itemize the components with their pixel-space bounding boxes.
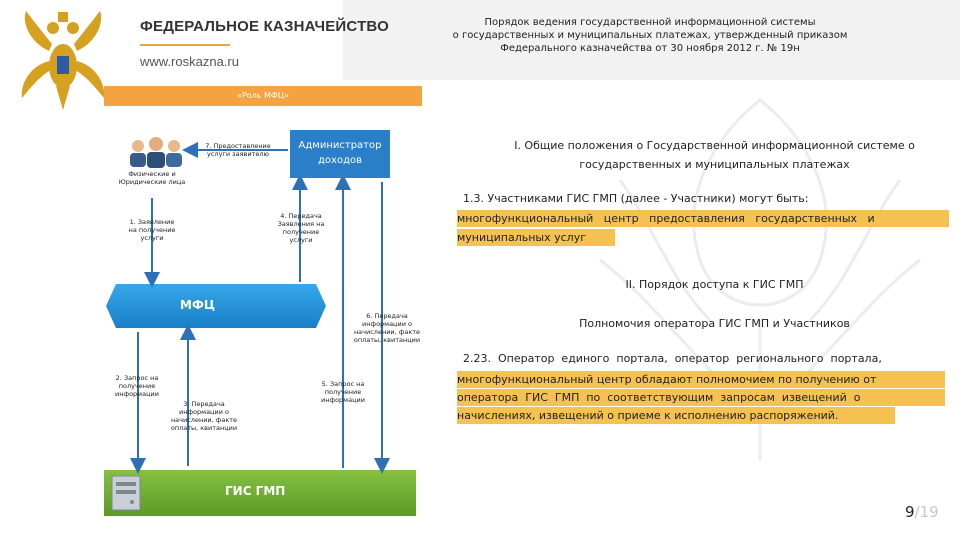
admin-line: доходов (318, 155, 362, 166)
admin-line: Администратор (298, 140, 382, 151)
section2-heading: II. Порядок доступа к ГИС ГМП (625, 278, 804, 291)
mfc-shape (106, 284, 326, 328)
step4-line: 4. Передача (280, 212, 322, 220)
title-line: Порядок ведения государственной информац… (484, 17, 816, 28)
highlight-line: муниципальных услуг (457, 229, 615, 246)
step4-label: 4. Передача Заявления на получение услуг… (266, 212, 336, 244)
highlight-line: начислениях, извещений о приеме к исполн… (457, 407, 895, 424)
step7-line: услуги заявителю (207, 150, 269, 158)
step4-line: Заявления на (277, 220, 325, 228)
step6-line: 6. Передача (366, 312, 408, 320)
persons-label-line: Физические и (128, 170, 176, 178)
step6-line: информации о (362, 320, 412, 328)
brand-underline (140, 44, 230, 46)
step5-label: 5. Запрос на получение информации (310, 380, 376, 404)
admin-box: Администратор доходов (290, 130, 390, 178)
step3-label: 3. Передача информации о начислении, фак… (162, 400, 246, 432)
highlight-line: многофункциональный центр обладают полно… (457, 371, 945, 388)
section1-heading: I. Общие положения о Государственной инф… (482, 136, 947, 174)
step3-line: оплаты, квитанции (170, 424, 238, 432)
highlight-line: многофункциональный центр предоставления… (457, 210, 949, 227)
highlight-line: оператора ГИС ГМП по соответствующим зап… (457, 389, 945, 406)
step5-line: получение (324, 388, 362, 396)
header-panel (343, 0, 960, 80)
step2-line: 2. Запрос на (115, 374, 159, 382)
step3-line: начислении, факте (170, 416, 238, 424)
site-url: www.roskazna.ru (140, 54, 239, 69)
page-title: Порядок ведения государственной информац… (360, 16, 940, 55)
page-current: 9 (905, 503, 915, 521)
step3-line: информации о (179, 408, 229, 416)
step7-label: 7. Предоставление услуги заявителю (200, 142, 276, 158)
step5-line: информации (321, 396, 365, 404)
step2-line: информации (115, 390, 159, 398)
step1-line: 1. Заявление (129, 218, 175, 226)
step1-label: 1. Заявление на получение услуги (112, 218, 192, 242)
gis-gmp-shape (104, 470, 416, 516)
mfc-label: МФЦ (180, 298, 215, 312)
powers-heading: Полномочия оператора ГИС ГМП и Участнико… (579, 317, 850, 330)
section1-line: государственных и муниципальных платежах (579, 158, 850, 171)
step3-line: 3. Передача (183, 400, 225, 408)
clause-2-23: 2.23. Оператор единого портала, оператор… (463, 352, 882, 365)
brand-name: ФЕДЕРАЛЬНОЕ КАЗНАЧЕЙСТВО (140, 18, 389, 35)
double-headed-eagle-logo (21, 11, 105, 110)
server-icon (111, 475, 141, 511)
persons-label: Физические и Юридические лица (107, 170, 197, 186)
step7-line: 7. Предоставление (205, 142, 271, 150)
title-line: о государственных и муниципальных платеж… (452, 30, 848, 41)
step6-line: начислении, факте (353, 328, 421, 336)
title-line: Федерального казначейства от 30 ноября 2… (500, 43, 800, 54)
step6-line: оплаты, квитанции (353, 336, 421, 344)
page-total: /19 (914, 503, 939, 521)
step4-line: получение (282, 228, 320, 236)
step4-line: услуги (289, 236, 313, 244)
gis-gmp-label: ГИС ГМП (225, 484, 286, 498)
step6-label: 6. Передача информации о начислении, фак… (348, 312, 426, 344)
clause-1-3: 1.3. Участниками ГИС ГМП (далее - Участн… (463, 192, 809, 205)
step5-line: 5. Запрос на (321, 380, 365, 388)
persons-label-line: Юридические лица (118, 178, 186, 186)
page-number: 9/19 (905, 503, 939, 521)
persons-icon (130, 137, 182, 168)
step2-line: получение (118, 382, 156, 390)
step1-line: услуги (140, 234, 164, 242)
role-bar: «Роль МФЦ» (104, 86, 422, 106)
step2-label: 2. Запрос на получение информации (106, 374, 168, 398)
section1-line: I. Общие положения о Государственной инф… (514, 139, 915, 152)
step1-line: на получение (128, 226, 176, 234)
